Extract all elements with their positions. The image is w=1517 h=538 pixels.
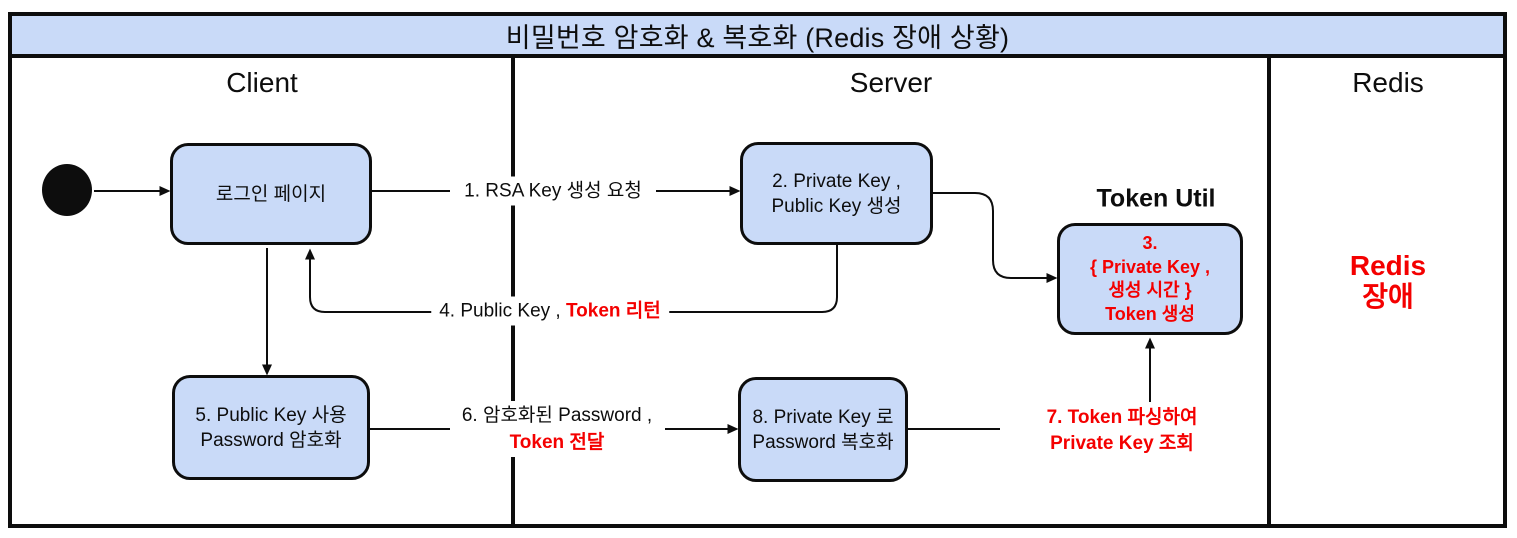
node-login-page-label: 로그인 페이지	[215, 183, 327, 205]
edge-label-public-key-return-red: Token 리턴	[565, 300, 661, 322]
lane-divider-client-server	[511, 58, 515, 524]
node-login-page: 로그인 페이지	[170, 143, 372, 245]
diagram-title-bar: 비밀번호 암호화 & 복호화 (Redis 장애 상황)	[8, 12, 1507, 58]
node-token-create-line3: 생성 시간 }	[1108, 280, 1192, 300]
redis-failure-note-line1: Redis	[1349, 250, 1427, 281]
node-password-decrypt: 8. Private Key 로 Password 복호화	[738, 377, 908, 482]
edge-label-encrypted-password-line1: 6. 암호화된 Password ,	[461, 405, 653, 426]
node-key-generation-line1: 2. Private Key ,	[772, 170, 901, 192]
node-token-create-line4: Token 생성	[1105, 303, 1195, 324]
node-password-decrypt-line2: Password 복호화	[752, 431, 894, 453]
lane-divider-server-redis	[1267, 58, 1271, 524]
node-password-encrypt: 5. Public Key 사용 Password 암호화	[172, 375, 370, 480]
edge-label-public-key-return-black: 4. Public Key ,	[439, 300, 566, 322]
token-util-title: Token Util	[1096, 184, 1216, 213]
lane-header-client: Client	[226, 67, 298, 98]
node-password-encrypt-line2: Password 암호화	[200, 429, 342, 451]
lane-header-redis: Redis	[1352, 67, 1424, 98]
lane-header-server: Server	[849, 67, 933, 98]
node-key-generation: 2. Private Key , Public Key 생성	[740, 142, 933, 245]
edge-label-rsa-request: 1. RSA Key 생성 요청	[456, 176, 650, 206]
diagram-title: 비밀번호 암호화 & 복호화 (Redis 장애 상황)	[505, 22, 1010, 53]
edge-label-token-parse-line1: 7. Token 파싱하여	[1046, 407, 1198, 428]
node-key-generation-line2: Public Key 생성	[771, 195, 902, 217]
edge-label-encrypted-password-line2: Token 전달	[509, 432, 605, 453]
redis-failure-note-line2: 장애	[1362, 281, 1414, 312]
node-password-encrypt-line1: 5. Public Key 사용	[195, 404, 347, 426]
node-token-create: 3. { Private Key , 생성 시간 } Token 생성	[1057, 223, 1243, 335]
edge-label-public-key-return: 4. Public Key , Token 리턴	[431, 296, 669, 326]
node-password-decrypt-line1: 8. Private Key 로	[752, 406, 894, 428]
edge-label-token-parse: 7. Token 파싱하여 Private Key 조회	[1039, 404, 1206, 458]
initial-state-icon	[42, 164, 92, 216]
node-token-create-line1: 3.	[1142, 233, 1158, 253]
edge-label-token-parse-line2: Private Key 조회	[1050, 433, 1194, 454]
redis-failure-note: Redis 장애	[1350, 250, 1426, 312]
node-token-create-line2: { Private Key ,	[1089, 256, 1211, 277]
edge-label-encrypted-password: 6. 암호화된 Password , Token 전달	[453, 401, 661, 457]
